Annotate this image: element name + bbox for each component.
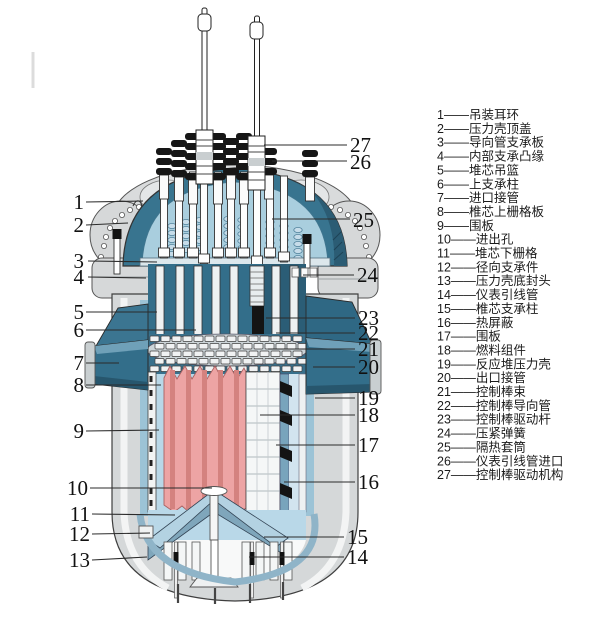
callout-23: 23 xyxy=(358,306,379,330)
bottom-head-liner xyxy=(136,513,319,586)
callout-14: 14 xyxy=(347,545,369,569)
callout-3: 3 xyxy=(74,249,85,273)
legend-item: 11——堆芯下栅格 xyxy=(437,246,538,261)
legend-item: 13——压力壳底封头 xyxy=(437,273,551,288)
legend-item: 8——椎芯上栅格板 xyxy=(437,204,544,219)
callout-18: 18 xyxy=(358,403,379,427)
legend-item: 15——椎芯支承柱 xyxy=(437,301,538,316)
callout-numbers: 1 2 3 4 5 6 7 8 9 10 11 12 13 14 15 16 1… xyxy=(67,133,379,572)
callout-15: 15 xyxy=(347,525,368,549)
legend-item: 5——堆芯吊篮 xyxy=(437,162,519,177)
legend-item: 14——仪表引线管 xyxy=(437,287,538,302)
callout-8: 8 xyxy=(74,373,85,397)
baffle-bolts xyxy=(149,376,153,506)
callout-13: 13 xyxy=(69,548,90,572)
hold-down-spring xyxy=(291,267,318,278)
bottom-penetrations xyxy=(176,582,285,604)
callout-6: 6 xyxy=(74,318,85,342)
legend-item: 10——进出孔 xyxy=(437,233,514,247)
callout-16: 16 xyxy=(358,470,379,494)
callout-22: 22 xyxy=(358,321,379,345)
callout-5: 5 xyxy=(74,300,85,324)
instrument-post xyxy=(209,491,219,541)
legend-item: 3——导向管支承板 xyxy=(437,135,544,150)
legend-item: 27——控制棒驱动机构 xyxy=(437,467,563,482)
callout-20: 20 xyxy=(358,355,379,379)
callout-9: 9 xyxy=(74,419,85,443)
fuel-pleats xyxy=(170,370,239,509)
callout-27: 27 xyxy=(350,133,371,157)
legend-item: 9——围板 xyxy=(437,219,494,233)
legend-item: 12——径向支承件 xyxy=(437,259,538,274)
legend: 1——吊装耳环 2——压力壳顶盖 3——导向管支承板 4——内部支承凸缘 5——… xyxy=(437,108,563,482)
legend-item: 1——吊装耳环 xyxy=(437,108,519,122)
callout-24: 24 xyxy=(357,263,379,287)
flow-mixer-cap xyxy=(200,486,228,496)
legend-item: 7——进口接管 xyxy=(437,190,519,205)
legend-item: 25——隔热套筒 xyxy=(437,439,526,454)
core-barrel-wall xyxy=(298,373,307,513)
drive-rod-right xyxy=(249,15,264,139)
callout-4: 4 xyxy=(74,265,85,289)
legend-item: 16——热屏蔽 xyxy=(437,316,514,330)
callout-26: 26 xyxy=(350,150,371,174)
callout-1: 1 xyxy=(74,190,85,214)
legend-item: 19——反应堆压力壳 xyxy=(437,356,551,371)
legend-item: 2——压力壳顶盖 xyxy=(437,122,531,136)
legend-item: 17——围板 xyxy=(437,330,501,344)
vessel-highlight-left xyxy=(120,298,170,592)
crdm-housings xyxy=(195,129,266,191)
callout-12: 12 xyxy=(69,522,90,546)
legend-item: 22——控制棒导向管 xyxy=(437,398,551,413)
legend-item: 20——出口接管 xyxy=(437,370,526,385)
callout-10: 10 xyxy=(67,476,88,500)
legend-item: 4——内部支承凸缘 xyxy=(437,149,544,164)
downcomer-gap xyxy=(289,374,299,512)
callout-2: 2 xyxy=(74,213,85,237)
legend-item: 26——仪表引线管进口 xyxy=(437,453,563,468)
outlet-nozzle xyxy=(305,295,382,395)
vessel-liner-right xyxy=(306,300,314,516)
inlet-nozzle xyxy=(84,303,149,391)
drive-rod-left xyxy=(197,7,212,135)
callout-17: 17 xyxy=(358,433,379,457)
fuel-assembly-white xyxy=(245,371,281,513)
callout-21: 21 xyxy=(358,337,379,361)
upper-core-grid xyxy=(146,333,308,374)
legend-item: 24——压紧弹簧 xyxy=(437,426,526,441)
legend-item: 18——燃料组件 xyxy=(437,343,526,358)
vessel-highlight-right xyxy=(300,298,350,592)
bottom-plenum xyxy=(150,540,306,581)
lower-internals xyxy=(136,486,319,604)
vessel-liner-left xyxy=(140,300,148,516)
legend-item: 23——控制棒驱动杆 xyxy=(437,413,551,427)
callout-19: 19 xyxy=(358,386,379,410)
radial-support-key xyxy=(138,525,154,539)
legend-item: 21——控制棒束 xyxy=(437,385,526,399)
legend-item: 6——上支承柱 xyxy=(437,176,519,191)
core-region xyxy=(147,365,307,515)
leader-lines xyxy=(85,144,355,561)
callout-7: 7 xyxy=(74,351,85,375)
callout-25: 25 xyxy=(353,208,374,232)
callout-11: 11 xyxy=(70,502,90,526)
